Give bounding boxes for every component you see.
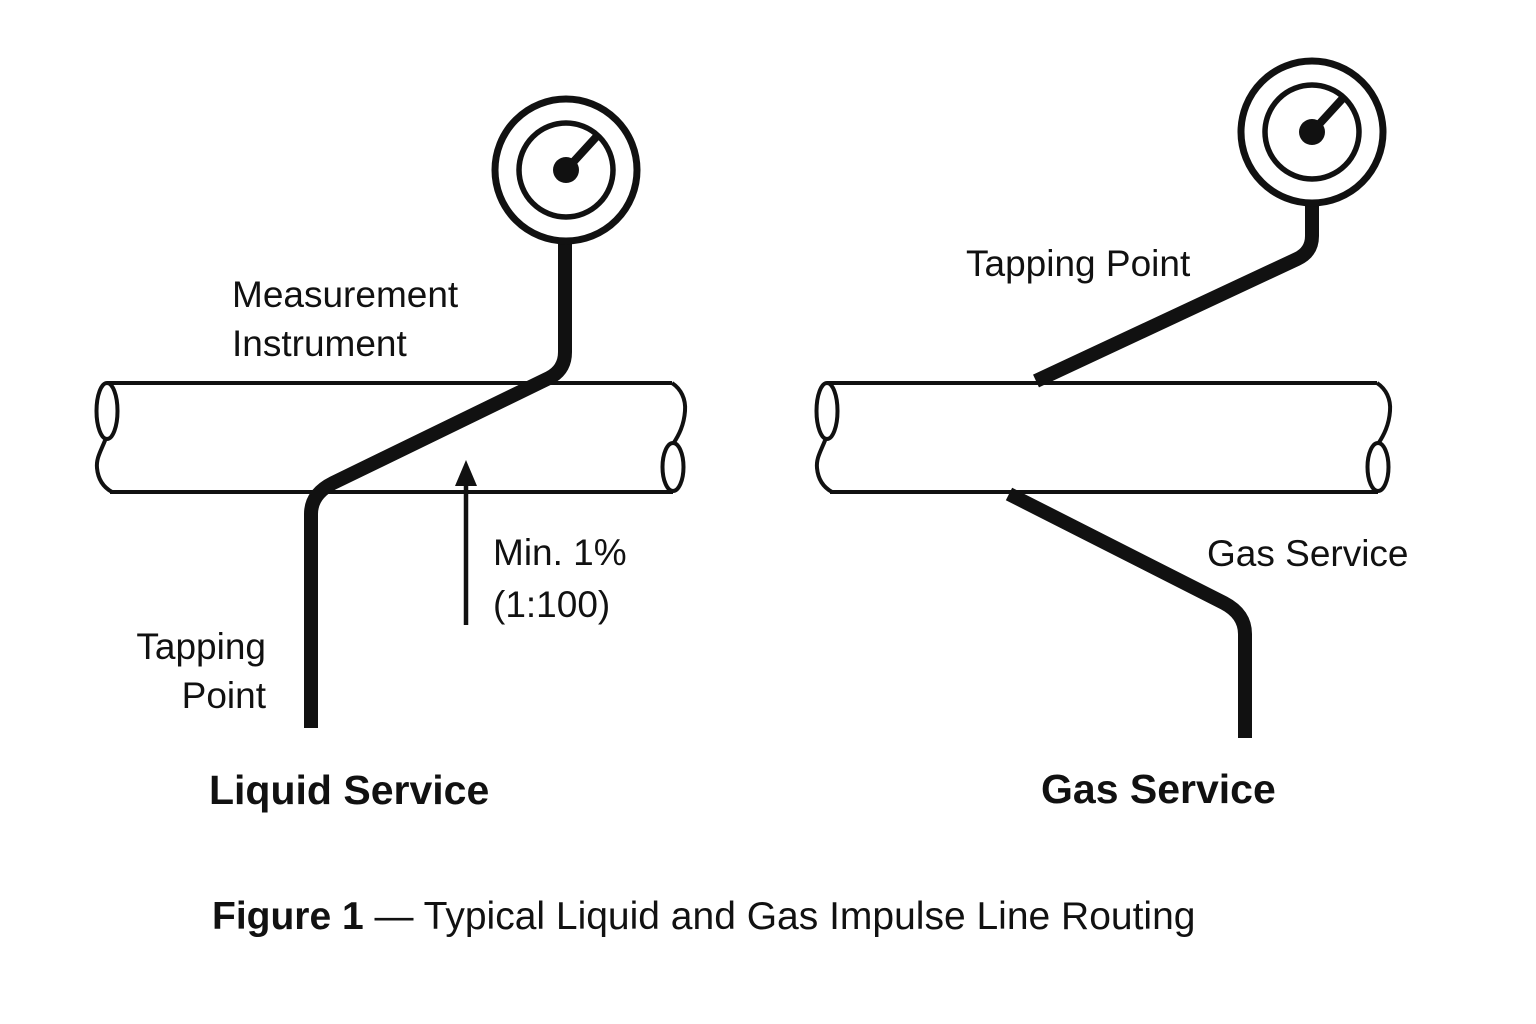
gauge-hub — [553, 157, 579, 183]
pipe-right-break-curve — [1375, 381, 1393, 446]
liquid-tapping-point-label-line1: Tapping — [136, 626, 266, 667]
slope-annotation-line1: Min. 1% — [493, 532, 627, 573]
figure-caption-number: Figure 1 — [212, 895, 364, 938]
pressure-gauge-icon — [491, 95, 641, 245]
slope-arrow — [455, 460, 477, 625]
liquid-impulse-line — [304, 236, 572, 728]
pipe-right-break-ellipse — [660, 441, 686, 493]
measurement-instrument-label-line2: Instrument — [232, 323, 407, 364]
pipe-left-break-ellipse — [814, 381, 840, 441]
pipe-right-break-curve — [670, 381, 688, 446]
pipe-left-break-curve — [814, 437, 834, 494]
gas-service-label: Gas Service — [1207, 533, 1409, 574]
liquid-tapping-point-label: Tapping Point — [100, 622, 266, 720]
gas-pipe — [814, 381, 1393, 494]
liquid-tapping-point-label-line2: Point — [181, 675, 266, 716]
gas-impulse-line-upper — [1033, 198, 1319, 388]
slope-annotation-line2: (1:100) — [493, 584, 611, 625]
measurement-instrument-label: Measurement Instrument — [232, 270, 458, 368]
pipe-left-break-curve — [94, 437, 114, 494]
figure-caption: Figure 1 — Typical Liquid and Gas Impuls… — [212, 895, 1195, 939]
gas-service-title: Gas Service — [1041, 766, 1276, 812]
figure-caption-text: — Typical Liquid and Gas Impulse Line Ro… — [363, 895, 1196, 938]
pipe-right-break-ellipse — [1365, 441, 1391, 493]
measurement-instrument-label-line1: Measurement — [232, 274, 459, 315]
pressure-gauge-icon — [1237, 57, 1387, 207]
gas-impulse-line-lower — [1005, 487, 1252, 738]
pipe-left-break-ellipse — [94, 381, 120, 441]
liquid-pipe — [94, 381, 688, 494]
slope-arrow-head — [455, 460, 477, 486]
gauge-hub — [1299, 119, 1325, 145]
gauge-inner-ring — [1262, 82, 1362, 182]
gauge-inner-ring — [516, 120, 616, 220]
gas-tapping-point-label: Tapping Point — [966, 243, 1191, 284]
liquid-service-title: Liquid Service — [209, 767, 490, 813]
slope-annotation: Min. 1% (1:100) — [493, 527, 627, 631]
